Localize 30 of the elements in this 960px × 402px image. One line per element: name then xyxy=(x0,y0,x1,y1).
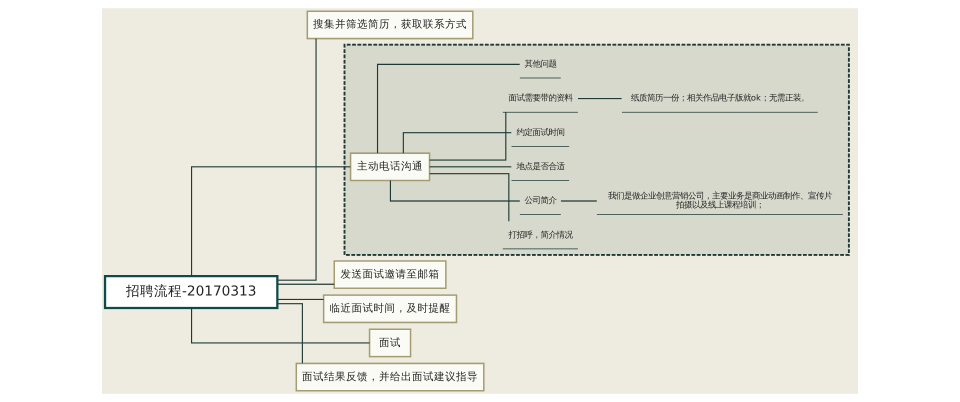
connector xyxy=(278,38,317,281)
connector xyxy=(430,173,510,222)
node-box: 临近面试时间，及时提醒 xyxy=(322,294,458,324)
node-box: 招聘流程-20170313 xyxy=(104,275,278,310)
node-text: 打招呼，简介情况 xyxy=(508,229,572,240)
node-text: 地点是否合适 xyxy=(516,160,564,171)
node-text: 我们是做企业创意营销公司，主要业务是商业动画制作、宣传片拍摄以及线上课程培训； xyxy=(608,190,832,210)
connector xyxy=(578,98,622,100)
connector xyxy=(277,303,303,364)
node-text: 约定面试时间 xyxy=(516,126,564,137)
connector xyxy=(191,308,370,344)
node-box: 面试 xyxy=(368,328,412,358)
node-box: 发送面试邀请至邮箱 xyxy=(334,260,447,290)
node-text: 面试需要带的资料 xyxy=(508,92,572,103)
node-text: 纸质简历一份；相关作品电子版就ok；无需正装。 xyxy=(630,92,809,103)
connector xyxy=(278,284,334,285)
connector xyxy=(390,180,520,202)
connector xyxy=(560,200,597,202)
node-text: 公司简介 xyxy=(524,195,556,206)
node-box: 主动电话沟通 xyxy=(350,152,430,182)
connector xyxy=(191,166,350,276)
connector xyxy=(402,132,512,154)
node-text: 其他问题 xyxy=(524,58,556,68)
connector xyxy=(430,112,506,161)
node-box: 面试结果反馈，并给出面试建议指导 xyxy=(296,362,485,392)
connector xyxy=(278,298,324,300)
connector xyxy=(376,64,520,154)
cluster xyxy=(344,44,850,256)
node-box: 搜集并筛选简历，获取联系方式 xyxy=(306,10,474,40)
connector xyxy=(430,166,512,168)
